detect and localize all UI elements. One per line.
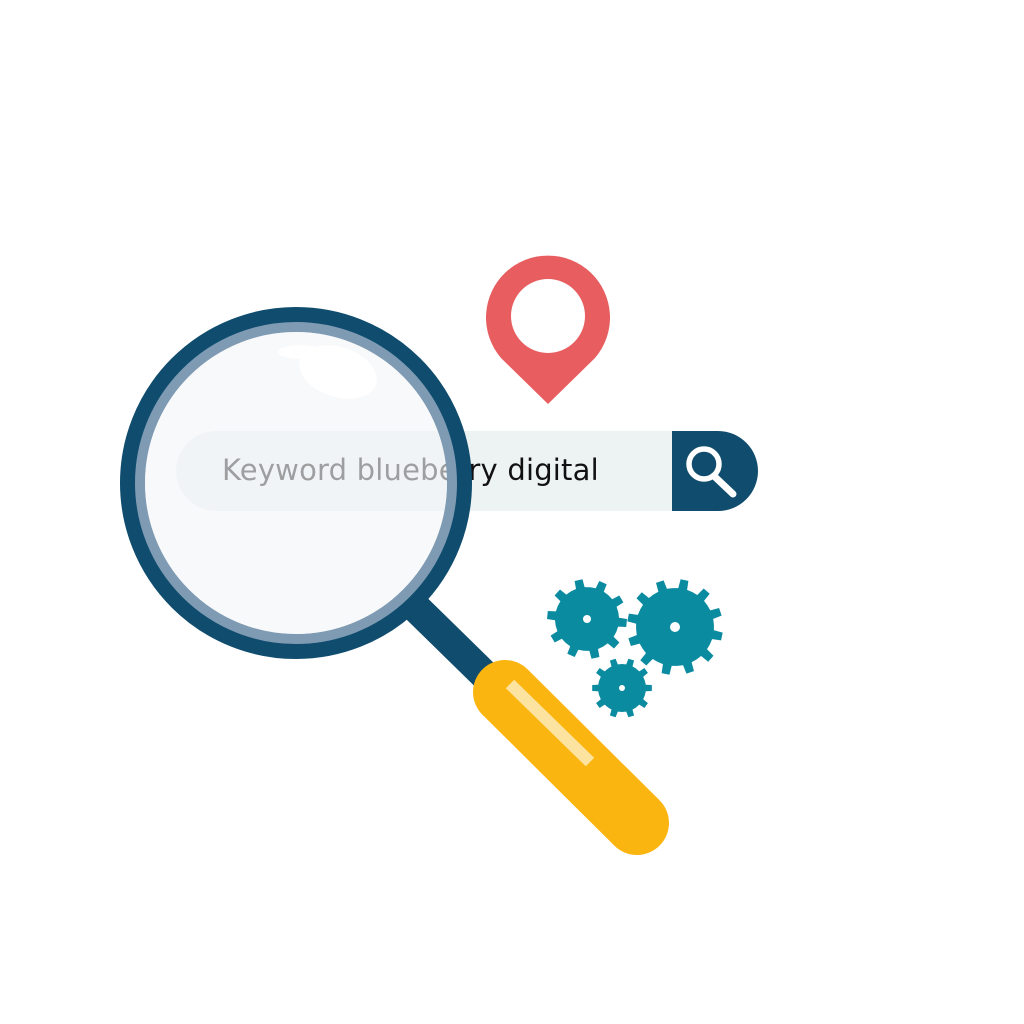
lens-glare xyxy=(299,345,377,399)
magnifier-handle xyxy=(473,660,669,855)
lens-glare-small xyxy=(278,345,322,359)
gear-icon xyxy=(592,658,652,718)
lens-outer-ring xyxy=(120,307,472,659)
location-pin-icon xyxy=(485,255,610,404)
lens-inner-ring xyxy=(135,322,457,644)
search-icon xyxy=(686,446,737,498)
handle-highlight xyxy=(505,679,595,767)
lens-glass xyxy=(145,332,447,634)
gear-icon xyxy=(547,579,627,659)
search-button[interactable] xyxy=(672,431,758,511)
gear-icon xyxy=(627,579,723,675)
